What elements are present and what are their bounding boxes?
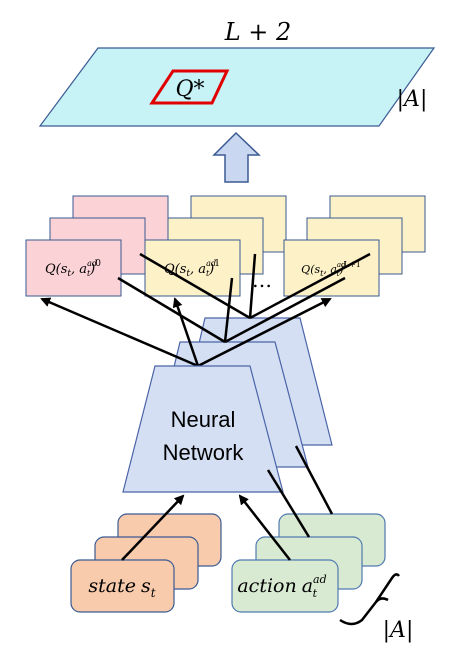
bracket-label: |A|: [383, 618, 414, 643]
plane-side-label: |A|: [397, 87, 428, 112]
q1-box: [144, 239, 241, 297]
up-arrow-icon: [212, 131, 261, 183]
network-output-lines: [40, 252, 371, 368]
q-star-label: Q*: [175, 77, 204, 102]
input-arrows: [121, 445, 334, 561]
top-label: L + 2: [224, 18, 292, 46]
output-plane: [38, 47, 436, 127]
bracket-icon: [339, 573, 400, 626]
q0-box: [25, 239, 122, 297]
action-box: [231, 559, 339, 613]
ellipsis: …: [252, 268, 272, 292]
network-label-line2: Network: [163, 440, 245, 465]
q-star-box: [149, 69, 230, 105]
network-label-line1: Neural: [171, 407, 236, 432]
qL-box: [283, 239, 380, 297]
network-layer-front: [122, 365, 284, 493]
